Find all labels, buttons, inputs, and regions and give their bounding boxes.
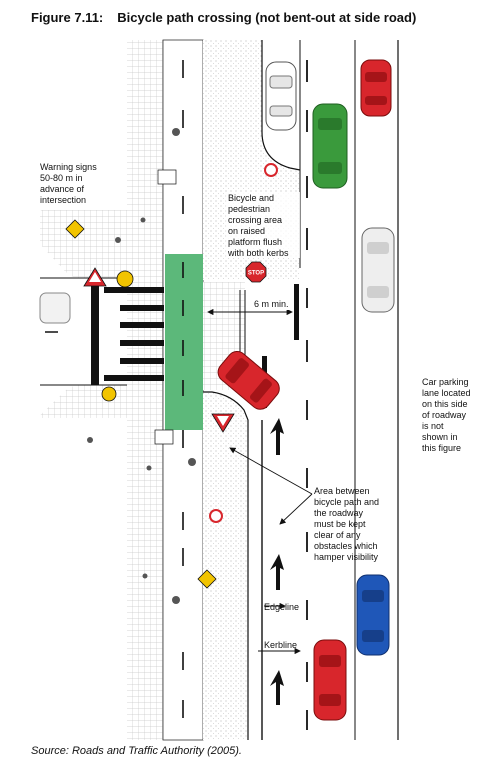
svg-text:obstacles which: obstacles which (314, 541, 378, 551)
bikeway-panels (154, 169, 177, 445)
car-red-bottom (313, 639, 347, 721)
svg-text:on this side: on this side (422, 399, 468, 409)
setback-dimension (207, 298, 294, 316)
west-footpath (127, 40, 163, 740)
leader-lines (229, 447, 313, 655)
svg-text:intersection: intersection (40, 195, 86, 205)
svg-text:of roadway: of roadway (422, 410, 467, 420)
car-green (312, 103, 348, 189)
car-white-side-road (39, 292, 71, 324)
svg-text:clear of any: clear of any (314, 530, 361, 540)
pedestrian-icon (146, 465, 152, 471)
arrow-icon (270, 670, 284, 705)
warning-signs-label: Warning signs 50-80 m in advance of inte… (40, 162, 97, 205)
svg-text:this figure: this figure (422, 443, 461, 453)
arrow-icon (270, 554, 284, 590)
svg-text:STOP: STOP (248, 271, 264, 277)
source-note: Source: Roads and Traffic Authority (200… (31, 745, 242, 757)
clear-area-label: Area between bicycle path and the roadwa… (314, 486, 379, 562)
stop-sign: STOP (245, 261, 267, 283)
figure-number: Figure 7.11: (31, 10, 104, 25)
green-crossing-area (165, 254, 203, 430)
svg-text:Bicycle and: Bicycle and (228, 193, 274, 203)
svg-text:platform flush: platform flush (228, 237, 282, 247)
svg-text:Warning signs: Warning signs (40, 162, 97, 172)
svg-text:with both kerbs: with both kerbs (227, 248, 289, 258)
car-red-top (360, 59, 392, 117)
figure-title: Figure 7.11: Bicycle path crossing (not b… (31, 10, 416, 25)
crossing-area-label: Bicycle and pedestrian crossing area on … (226, 192, 300, 258)
svg-text:lane located: lane located (422, 388, 471, 398)
main-road-holding-line (294, 284, 299, 340)
svg-text:on raised: on raised (228, 226, 265, 236)
pedestrian-icon (87, 437, 93, 443)
give-way-sign-west (83, 267, 107, 287)
car-blue (356, 574, 390, 656)
parking-lane-label: Car parking lane located on this side of… (422, 377, 471, 453)
svg-text:50-80 m in: 50-80 m in (40, 173, 83, 183)
setback-label: 6 m min. (254, 299, 289, 309)
verge-south (203, 392, 248, 740)
kerbline-label: Kerbline (264, 640, 297, 650)
svg-text:must be kept: must be kept (314, 519, 366, 529)
south-kerb (203, 391, 249, 740)
car-white-mid (361, 227, 395, 313)
car-red-turning (217, 350, 280, 410)
lane-arrows (270, 418, 284, 705)
cyclist-icon (188, 458, 196, 466)
svg-text:Car parking: Car parking (422, 377, 469, 387)
pedestrian-icon (140, 217, 146, 223)
svg-text:the roadway: the roadway (314, 508, 364, 518)
figure-caption: Bicycle path crossing (not bent-out at s… (117, 10, 417, 25)
platform-ramp-bars (91, 285, 164, 385)
warning-sign-cyclist (65, 219, 217, 589)
give-way-sign-east (211, 413, 235, 433)
svg-text:pedestrian: pedestrian (228, 204, 270, 214)
svg-text:advance of: advance of (40, 184, 85, 194)
svg-text:shown in: shown in (422, 432, 458, 442)
svg-text:is not: is not (422, 421, 444, 431)
cyclist-icon (172, 596, 180, 604)
pedestrian-icon (115, 237, 121, 243)
arrow-icon (270, 418, 284, 455)
svg-text:crossing area: crossing area (228, 215, 282, 225)
north-kerb (261, 40, 301, 171)
pedestrian-icon (142, 573, 148, 579)
svg-text:hamper visibility: hamper visibility (314, 552, 379, 562)
side-road-corner-north (40, 210, 127, 278)
car-white-top (265, 61, 297, 131)
cyclist-icon (172, 128, 180, 136)
svg-text:Area between: Area between (314, 486, 370, 496)
svg-text:bicycle path and: bicycle path and (314, 497, 379, 507)
edgeline-label: Edgeline (264, 602, 299, 612)
path-users (87, 128, 196, 604)
no-stopping-signs (209, 163, 278, 523)
